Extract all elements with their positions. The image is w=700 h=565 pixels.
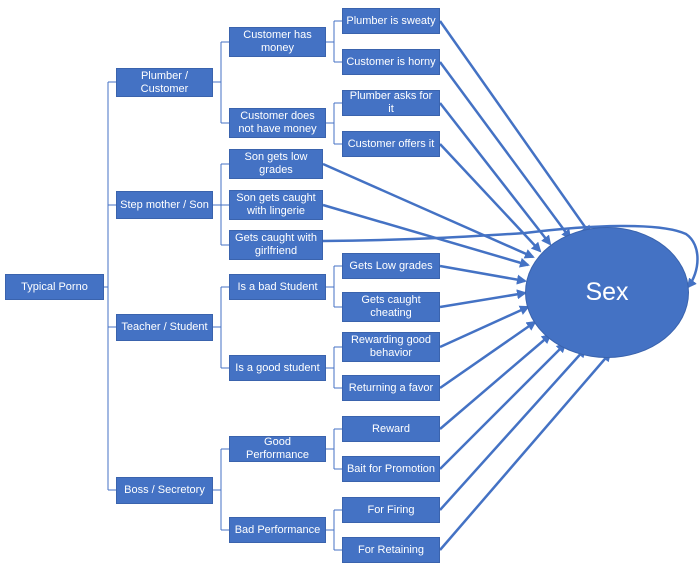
arrow-cheating [439,289,527,309]
reason-low-grades: Gets Low grades [342,253,440,279]
reason-caught-cheating: Gets caught cheating [342,292,440,322]
category-plumber-customer: Plumber / Customer [116,68,213,97]
condition-good-student: Is a good student [229,355,326,381]
reason-for-firing: For Firing [342,497,440,523]
category-teacher-student: Teacher / Student [116,314,213,341]
reason-rewarding-behavior: Rewarding good behavior [342,332,440,362]
arrow-favor [439,320,537,390]
category-boss-secretory: Boss / Secretory [116,477,213,504]
arrow-son-girlfriend [322,224,699,289]
arrow-horny [438,61,572,240]
condition-customer-has-money: Customer has money [229,27,326,57]
condition-customer-no-money: Customer does not have money [229,108,326,138]
arrow-son-grades [322,162,535,259]
condition-good-performance: Good Performance [229,436,326,462]
reason-son-girlfriend: Gets caught with girlfriend [229,230,323,260]
reason-customer-horny: Customer is horny [342,49,440,75]
reason-bait-promotion: Bait for Promotion [342,456,440,482]
arrow-son-lingerie [322,203,530,268]
root-node: Typical Porno [5,274,104,300]
arrow-asks [439,102,552,246]
arrow-firing [439,347,587,511]
arrow-low-grades [439,264,527,285]
arrow-bait [439,342,567,470]
outcome-sex-ellipse: Sex [525,227,689,358]
arrow-retaining [439,351,612,551]
arrow-rewarding [439,305,530,349]
condition-bad-student: Is a bad Student [229,274,326,300]
arrow-reward [439,333,552,430]
reason-son-low-grades: Son gets low grades [229,149,323,179]
reason-plumber-asks: Plumber asks for it [342,90,440,116]
condition-bad-performance: Bad Performance [229,517,326,543]
category-stepmother-son: Step mother / Son [116,191,213,219]
reason-reward: Reward [342,416,440,442]
reason-plumber-sweaty: Plumber is sweaty [342,8,440,34]
reason-son-lingerie: Son gets caught with lingerie [229,190,323,220]
reason-customer-offers: Customer offers it [342,131,440,157]
reason-for-retaining: For Retaining [342,537,440,563]
reason-returning-favor: Returning a favor [342,375,440,401]
arrow-sweaty [438,20,592,236]
